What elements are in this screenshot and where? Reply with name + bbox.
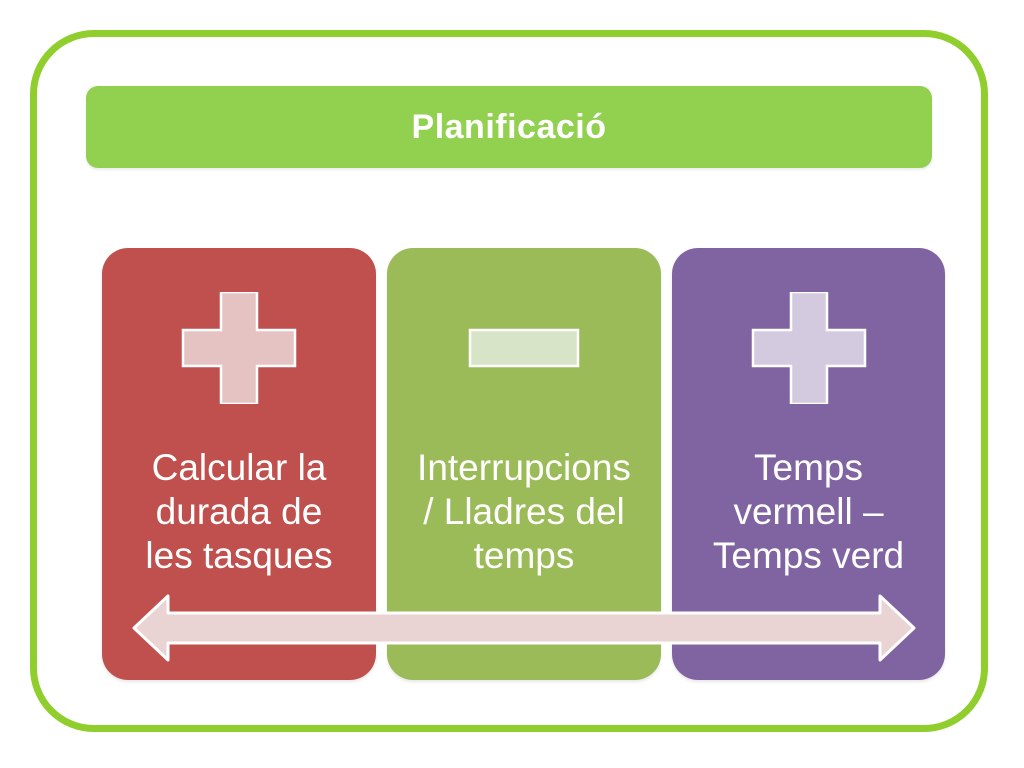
plus-icon: [751, 292, 867, 404]
plus-icon: [181, 292, 297, 404]
card-interruptions: Interrupcions / Lladres del temps: [387, 248, 661, 680]
card-red-green-time: Temps vermell – Temps verd: [672, 248, 945, 680]
card-text: Interrupcions / Lladres del temps: [417, 447, 631, 576]
page-title: Planificació: [411, 107, 607, 146]
title-bar: Planificació: [86, 86, 932, 168]
card-text: Calcular la durada de les tasques: [145, 447, 333, 576]
minus-icon: [468, 328, 580, 368]
card-text: Temps vermell – Temps verd: [712, 447, 905, 576]
card-task-duration: Calcular la durada de les tasques: [102, 248, 376, 680]
